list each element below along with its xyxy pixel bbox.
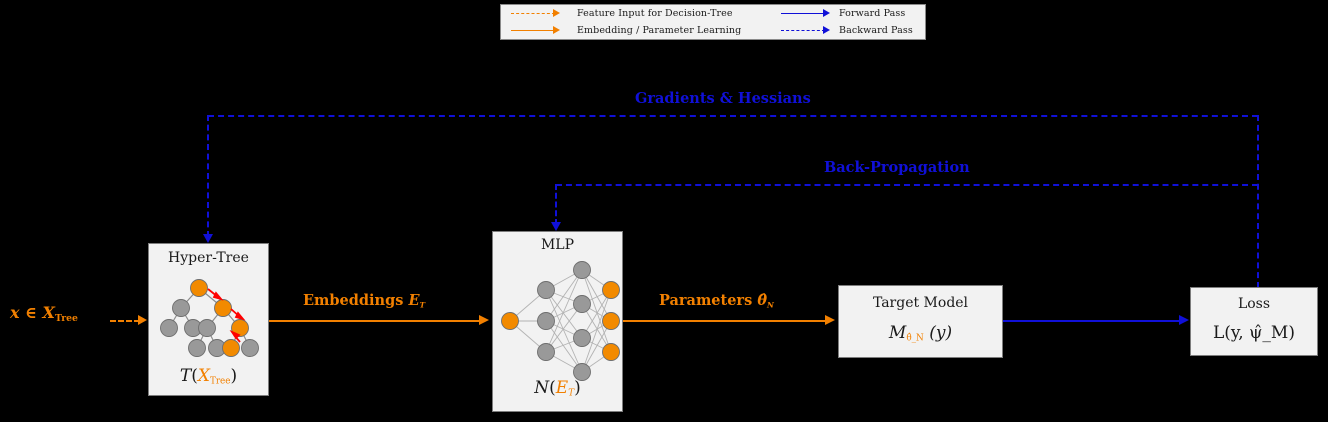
mlp-hidden-node	[537, 312, 555, 330]
parameters-label-word: Parameters	[659, 292, 753, 309]
input-set-subscript: Tree	[54, 312, 78, 324]
decision-tree-graphic	[160, 279, 259, 357]
legend-sample-feature-input	[503, 9, 577, 19]
tree-node	[214, 299, 232, 317]
mlp-hidden-node	[573, 295, 591, 313]
backpropagation-label: Back-Propagation	[824, 159, 970, 176]
feature-input-arrowhead	[138, 315, 147, 325]
tree-node	[241, 339, 259, 357]
input-variable: x	[10, 303, 20, 322]
target-model-formula-arg: (y)	[929, 323, 953, 343]
embeddings-arrow-line	[269, 320, 481, 322]
tree-node-leaf-selected	[222, 339, 240, 357]
embeddings-label-word: Embeddings	[303, 292, 404, 309]
mlp-formula-arg: E	[555, 378, 569, 398]
legend-sample-forward-pass	[773, 9, 839, 19]
mlp-formula-fn: N	[534, 378, 550, 398]
loss-formula: L(y, ψ̂_M)	[1213, 323, 1295, 343]
mlp-box[interactable]: MLP N(ET)	[492, 231, 623, 412]
hyper-tree-formula-fn: T	[179, 366, 192, 386]
gradients-hessians-horizontal-line	[208, 115, 1258, 117]
loss-backward-vertical-rail	[1257, 115, 1259, 288]
target-model-box[interactable]: Target Model Mθ̂_N (y)	[838, 285, 1003, 358]
hyper-tree-box[interactable]: Hyper-Tree T(XTree)	[148, 243, 269, 396]
mlp-formula-arg-subscript: T	[568, 388, 575, 399]
legend-sample-backward-pass	[773, 26, 839, 36]
mlp-hidden-node	[537, 281, 555, 299]
target-model-formula-fn: M	[888, 323, 907, 343]
gradients-hessians-label: Gradients & Hessians	[635, 90, 811, 107]
mlp-title: MLP	[540, 237, 575, 253]
input-member-symbol: ∈	[25, 303, 37, 322]
mlp-output-node	[602, 281, 620, 299]
parameters-label-subscript: N	[766, 300, 774, 310]
hyper-tree-formula: T(XTree)	[179, 366, 238, 387]
tree-node	[231, 319, 249, 337]
parameters-arrow-line	[623, 320, 827, 322]
loss-title: Loss	[1237, 296, 1271, 312]
tree-node-root	[190, 279, 208, 297]
tree-node	[188, 339, 206, 357]
hyper-tree-formula-arg-subscript: Tree	[209, 376, 231, 387]
tree-node	[198, 319, 216, 337]
backpropagation-vertical-drop	[555, 184, 557, 225]
input-set-symbol: X	[42, 303, 55, 322]
legend-label-feature-input: Feature Input for Decision-Tree	[577, 8, 733, 19]
legend-sample-embedding-learning	[503, 26, 577, 36]
mlp-hidden-node	[537, 343, 555, 361]
parameters-label-symbol: θ̂	[757, 292, 767, 309]
legend-label-embedding-learning: Embedding / Parameter Learning	[577, 25, 742, 36]
target-model-title: Target Model	[872, 295, 969, 311]
embeddings-label-symbol: E	[408, 292, 420, 309]
mlp-hidden-node	[573, 261, 591, 279]
legend-panel: Feature Input for Decision-Tree Forward …	[500, 4, 926, 40]
legend-label-forward-pass: Forward Pass	[839, 8, 906, 19]
tree-node	[172, 299, 190, 317]
mlp-output-node	[602, 312, 620, 330]
hyper-tree-formula-arg: X	[197, 366, 210, 386]
forward-pass-arrowhead	[1179, 315, 1189, 325]
loss-box[interactable]: Loss L(y, ψ̂_M)	[1190, 287, 1318, 356]
legend-label-backward-pass: Backward Pass	[839, 25, 913, 36]
mlp-output-node	[602, 343, 620, 361]
backpropagation-arrowhead	[551, 222, 561, 231]
hyper-tree-title: Hyper-Tree	[168, 250, 249, 266]
gradients-hessians-arrowhead	[203, 234, 213, 243]
mlp-input-node	[501, 312, 519, 330]
backpropagation-horizontal-line	[556, 184, 1258, 186]
target-model-formula: Mθ̂_N (y)	[839, 323, 1002, 344]
parameters-arrowhead	[825, 315, 835, 325]
mlp-formula: N(ET)	[534, 378, 581, 399]
input-label: x ∈ XTree	[10, 303, 78, 324]
target-model-formula-subscript: θ̂_N	[906, 333, 924, 344]
parameters-label: Parameters θ̂N	[659, 292, 774, 309]
forward-pass-arrow-line	[1003, 320, 1181, 322]
feature-input-arrow-line	[110, 320, 140, 322]
embeddings-label: Embeddings ET	[303, 292, 425, 309]
embeddings-arrowhead	[479, 315, 489, 325]
mlp-hidden-node	[573, 363, 591, 381]
mlp-network-graphic	[501, 261, 620, 381]
mlp-hidden-node	[573, 329, 591, 347]
embeddings-label-subscript: T	[419, 300, 426, 310]
tree-node	[160, 319, 178, 337]
gradients-hessians-vertical-drop	[207, 115, 209, 237]
